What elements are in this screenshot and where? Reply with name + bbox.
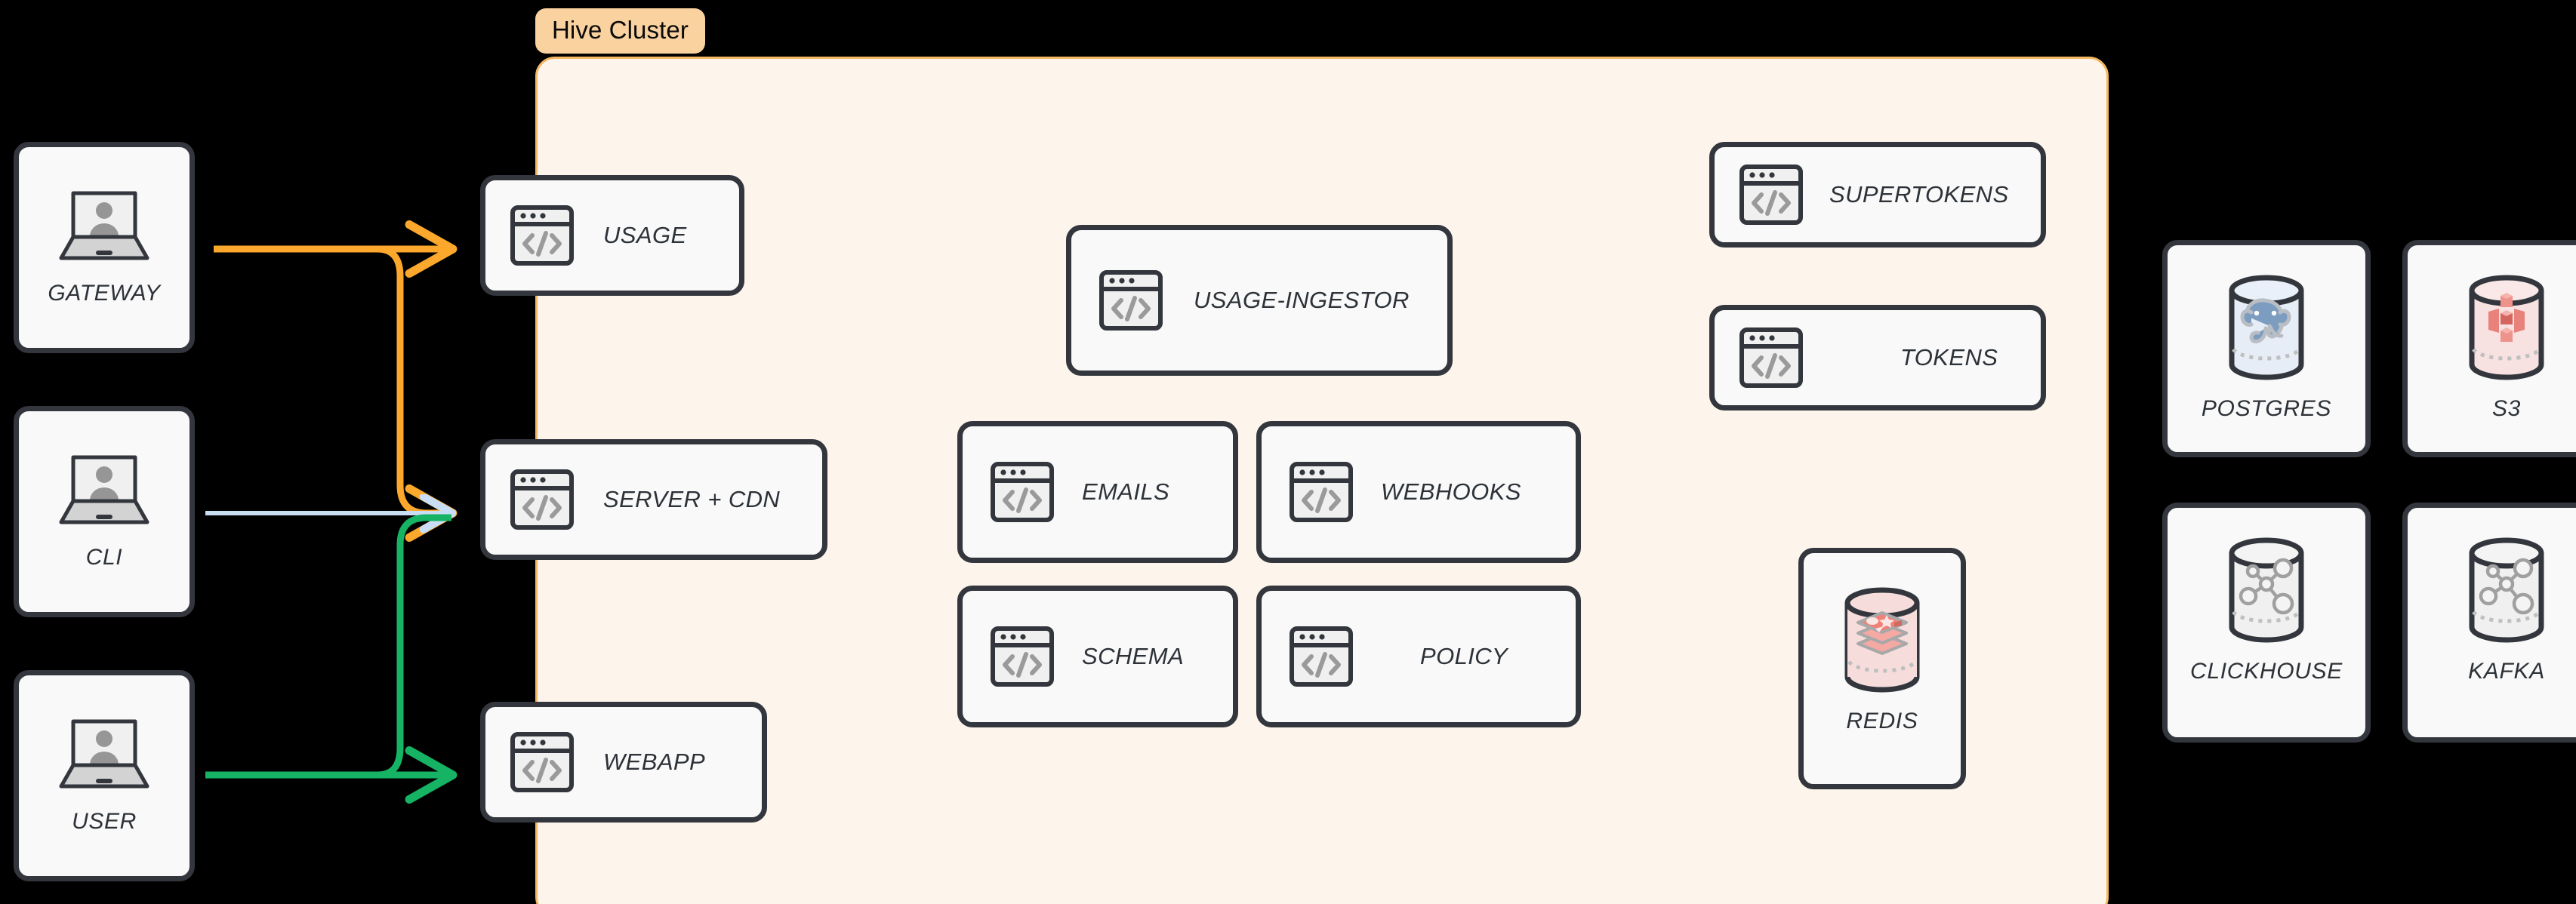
- datastore-card-kafka[interactable]: KAFKA: [2402, 503, 2576, 743]
- datastore-label-clickhouse: CLICKHOUSE: [2189, 659, 2343, 684]
- datastore-label-redis: REDIS: [1846, 709, 1918, 733]
- code-window-icon: [510, 469, 574, 530]
- actor-card-gateway[interactable]: GATEWAY: [14, 142, 195, 353]
- actor-label-user: USER: [72, 809, 137, 834]
- service-card-supertokens[interactable]: SUPERTOKENS: [1709, 142, 2046, 248]
- laptop-user-icon: [59, 191, 149, 260]
- actor-label-cli: CLI: [85, 545, 123, 570]
- service-card-tokens[interactable]: TOKENS: [1709, 305, 2046, 410]
- actor-card-user[interactable]: USER: [14, 670, 195, 881]
- service-card-usage-ingestor[interactable]: USAGE-INGESTOR: [1066, 225, 1453, 376]
- service-card-webhooks[interactable]: WEBHOOKS: [1256, 421, 1581, 563]
- service-label-usage: USAGE: [603, 222, 687, 248]
- service-card-policy[interactable]: POLICY: [1256, 586, 1581, 727]
- postgres-cylinder-icon: [2229, 275, 2304, 380]
- service-label-supertokens: SUPERTOKENS: [1829, 181, 2009, 208]
- service-label-webapp: WEBAPP: [603, 749, 706, 775]
- actor-card-cli[interactable]: CLI: [14, 406, 195, 617]
- code-window-icon: [510, 205, 574, 266]
- hive-cluster-badge: Hive Cluster: [535, 8, 705, 54]
- code-window-icon: [1290, 626, 1353, 687]
- actor-label-gateway: GATEWAY: [48, 281, 161, 306]
- code-window-icon: [991, 626, 1054, 687]
- service-label-usage-ingestor: USAGE-INGESTOR: [1194, 287, 1410, 313]
- edge-user-to-server-cdn: [205, 514, 451, 779]
- graph-cylinder-icon: [2469, 537, 2544, 643]
- s3-cylinder-icon: [2469, 275, 2544, 380]
- service-label-schema: SCHEMA: [1082, 643, 1185, 669]
- datastore-label-s3: S3: [2491, 396, 2522, 421]
- code-window-icon: [1739, 165, 1803, 225]
- service-label-policy: POLICY: [1420, 643, 1508, 669]
- code-window-icon: [991, 462, 1054, 522]
- service-card-usage[interactable]: USAGE: [480, 175, 744, 296]
- datastore-card-s3[interactable]: S3: [2402, 240, 2576, 457]
- datastore-card-redis[interactable]: REDIS: [1798, 548, 1966, 789]
- service-label-server-cdn: SERVER + CDN: [603, 486, 781, 512]
- service-card-webapp[interactable]: WEBAPP: [480, 702, 767, 823]
- code-window-icon: [510, 732, 574, 792]
- service-card-emails[interactable]: EMAILS: [957, 421, 1238, 563]
- service-card-server-cdn[interactable]: SERVER + CDN: [480, 439, 827, 560]
- service-card-schema[interactable]: SCHEMA: [957, 586, 1238, 727]
- redis-cylinder-icon: [1844, 587, 1920, 693]
- code-window-icon: [1739, 327, 1803, 388]
- code-window-icon: [1290, 462, 1353, 522]
- laptop-user-icon: [59, 455, 149, 524]
- service-label-tokens: TOKENS: [1900, 344, 1998, 371]
- laptop-user-icon: [59, 719, 149, 789]
- datastore-card-postgres[interactable]: POSTGRES: [2162, 240, 2371, 457]
- datastore-label-kafka: KAFKA: [2468, 659, 2545, 684]
- edge-gateway-to-server-cdn: [214, 245, 451, 513]
- service-label-webhooks: WEBHOOKS: [1381, 478, 1521, 505]
- graph-cylinder-icon: [2229, 537, 2304, 643]
- datastore-card-clickhouse[interactable]: CLICKHOUSE: [2162, 503, 2371, 743]
- datastore-label-postgres: POSTGRES: [2201, 396, 2332, 421]
- code-window-icon: [1099, 270, 1163, 331]
- service-label-emails: EMAILS: [1082, 478, 1170, 505]
